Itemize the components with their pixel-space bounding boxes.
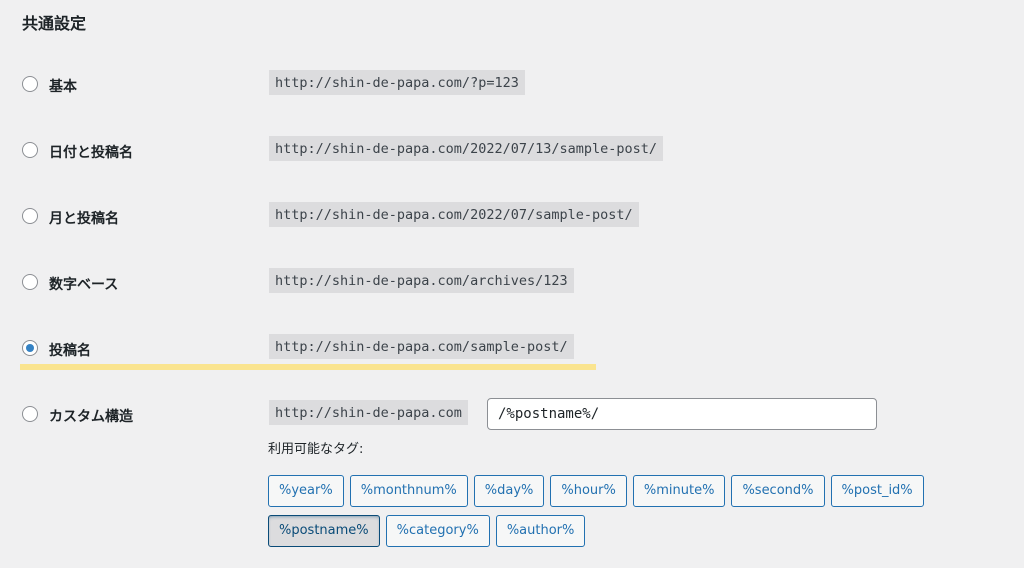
option-url-example: http://shin-de-papa.com/sample-post/ — [269, 334, 574, 359]
option-url-example: http://shin-de-papa.com/2022/07/sample-p… — [269, 202, 639, 227]
option-url-example: http://shin-de-papa.com/archives/123 — [269, 268, 574, 293]
custom-structure-input[interactable]: /%postname%/ — [487, 398, 877, 430]
tag-button-day[interactable]: %day% — [473, 475, 545, 507]
option-label: 投稿名 — [49, 343, 91, 359]
tag-button-minute[interactable]: %minute% — [632, 475, 726, 507]
option-label: 日付と投稿名 — [49, 145, 133, 161]
option-plain[interactable]: 基本 http://shin-de-papa.com/?p=123 — [0, 70, 1024, 100]
section-title: 共通設定 — [22, 14, 87, 33]
option-post-name[interactable]: 投稿名 http://shin-de-papa.com/sample-post/ — [0, 334, 1024, 364]
tag-button-postname[interactable]: %postname% — [268, 515, 380, 547]
custom-base-url: http://shin-de-papa.com — [269, 400, 468, 425]
tag-buttons-row-1: %year% %monthnum% %day% %hour% %minute% … — [268, 475, 924, 507]
tag-button-hour[interactable]: %hour% — [550, 475, 627, 507]
radio-plain[interactable] — [22, 76, 38, 92]
tag-button-category[interactable]: %category% — [385, 515, 490, 547]
option-numeric[interactable]: 数字ベース http://shin-de-papa.com/archives/1… — [0, 268, 1024, 298]
tag-button-year[interactable]: %year% — [268, 475, 344, 507]
radio-month-and-name[interactable] — [22, 208, 38, 224]
tag-button-author[interactable]: %author% — [495, 515, 586, 547]
tag-button-monthnum[interactable]: %monthnum% — [349, 475, 468, 507]
option-custom-structure[interactable]: カスタム構造 http://shin-de-papa.com — [0, 400, 1024, 430]
option-label: 月と投稿名 — [49, 211, 119, 227]
tag-button-second[interactable]: %second% — [731, 475, 825, 507]
option-url-example: http://shin-de-papa.com/?p=123 — [269, 70, 525, 95]
available-tags-label: 利用可能なタグ: — [268, 442, 364, 457]
selection-highlight — [20, 364, 596, 370]
option-label: カスタム構造 — [49, 409, 133, 425]
option-month-and-name[interactable]: 月と投稿名 http://shin-de-papa.com/2022/07/sa… — [0, 202, 1024, 232]
tag-buttons-row-2: %postname% %category% %author% — [268, 515, 586, 547]
radio-day-and-name[interactable] — [22, 142, 38, 158]
radio-numeric[interactable] — [22, 274, 38, 290]
option-label: 基本 — [49, 79, 77, 95]
option-url-example: http://shin-de-papa.com/2022/07/13/sampl… — [269, 136, 664, 161]
radio-post-name[interactable] — [22, 340, 38, 356]
radio-custom-structure[interactable] — [22, 406, 38, 422]
tag-button-post-id[interactable]: %post_id% — [830, 475, 924, 507]
option-day-and-name[interactable]: 日付と投稿名 http://shin-de-papa.com/2022/07/1… — [0, 136, 1024, 166]
option-label: 数字ベース — [49, 277, 119, 293]
